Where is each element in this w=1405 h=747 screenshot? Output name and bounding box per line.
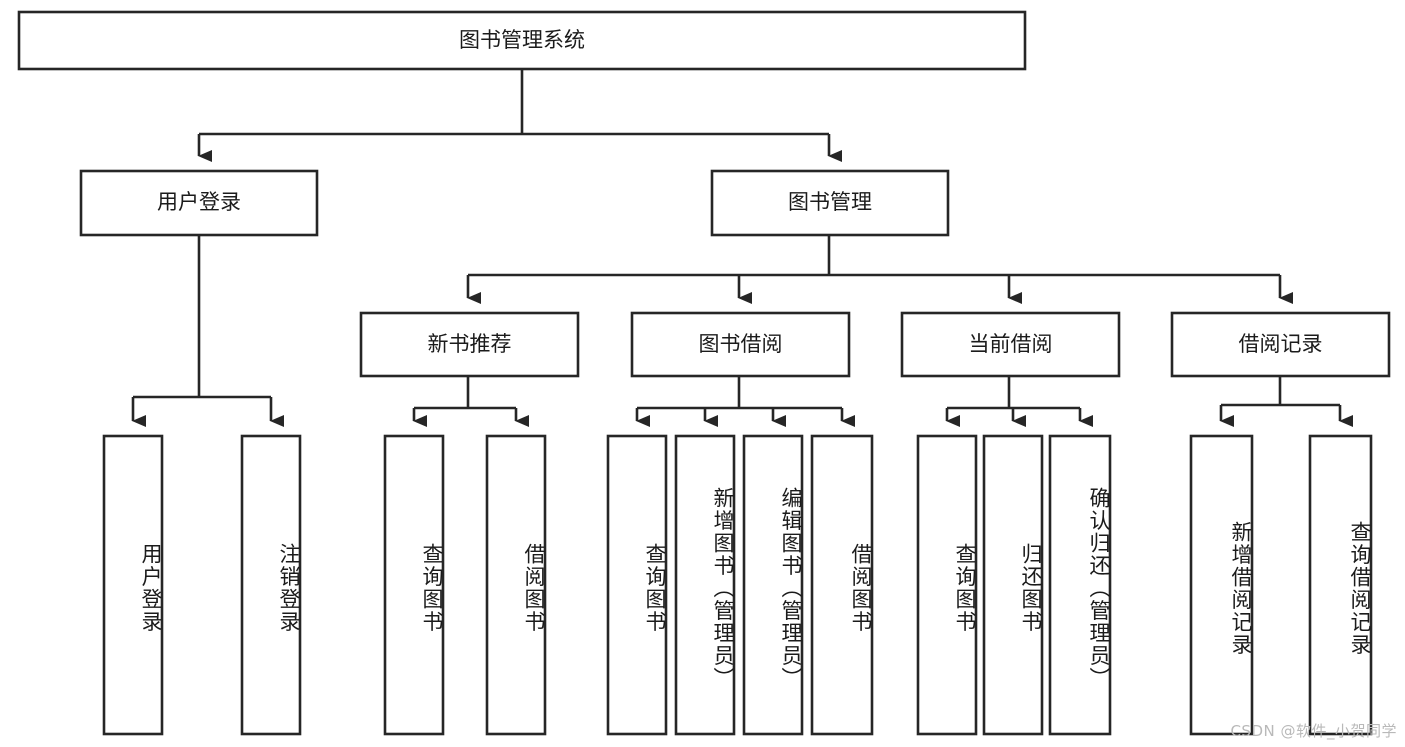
node-box-leaf-user-login[interactable] bbox=[102, 434, 164, 736]
watermark-text: CSDN @软件_小贺同学 bbox=[1230, 722, 1397, 740]
node-box-leaf-borrow-book-2[interactable] bbox=[810, 434, 874, 736]
node-box-leaf-edit-book[interactable] bbox=[742, 434, 804, 736]
node-box-borrow-record[interactable] bbox=[1170, 311, 1391, 378]
node-box-leaf-query-book-1[interactable] bbox=[383, 434, 445, 736]
node-box-leaf-borrow-book-1[interactable] bbox=[485, 434, 547, 736]
node-box-leaf-return-book[interactable] bbox=[982, 434, 1044, 736]
node-box-layer bbox=[17, 10, 1391, 736]
connector-userlogin-to-leaves bbox=[131, 235, 284, 427]
node-box-book-borrow[interactable] bbox=[630, 311, 851, 378]
connector-currentborrow-to-leaves bbox=[945, 376, 1093, 427]
connector-bookborrow-to-leaves bbox=[635, 376, 855, 427]
connector-borrowrecord-to-leaves bbox=[1219, 376, 1353, 427]
connector-newbook-to-leaves bbox=[412, 376, 529, 427]
node-box-new-book-recommend[interactable] bbox=[359, 311, 580, 378]
connector-root-to-level2 bbox=[197, 69, 842, 162]
node-box-leaf-logout[interactable] bbox=[240, 434, 302, 736]
node-box-leaf-confirm-return[interactable] bbox=[1048, 434, 1112, 736]
node-box-current-borrow[interactable] bbox=[900, 311, 1121, 378]
node-box-leaf-add-book[interactable] bbox=[674, 434, 736, 736]
node-box-leaf-query-book-3[interactable] bbox=[916, 434, 978, 736]
node-box-user-login[interactable] bbox=[79, 169, 319, 237]
node-box-leaf-add-record[interactable] bbox=[1189, 434, 1254, 736]
node-box-root[interactable] bbox=[17, 10, 1027, 71]
node-box-leaf-query-record[interactable] bbox=[1308, 434, 1373, 736]
node-box-leaf-query-book-2[interactable] bbox=[606, 434, 668, 736]
node-box-book-manage[interactable] bbox=[710, 169, 950, 237]
connector-bookmanage-to-level3 bbox=[466, 235, 1293, 304]
